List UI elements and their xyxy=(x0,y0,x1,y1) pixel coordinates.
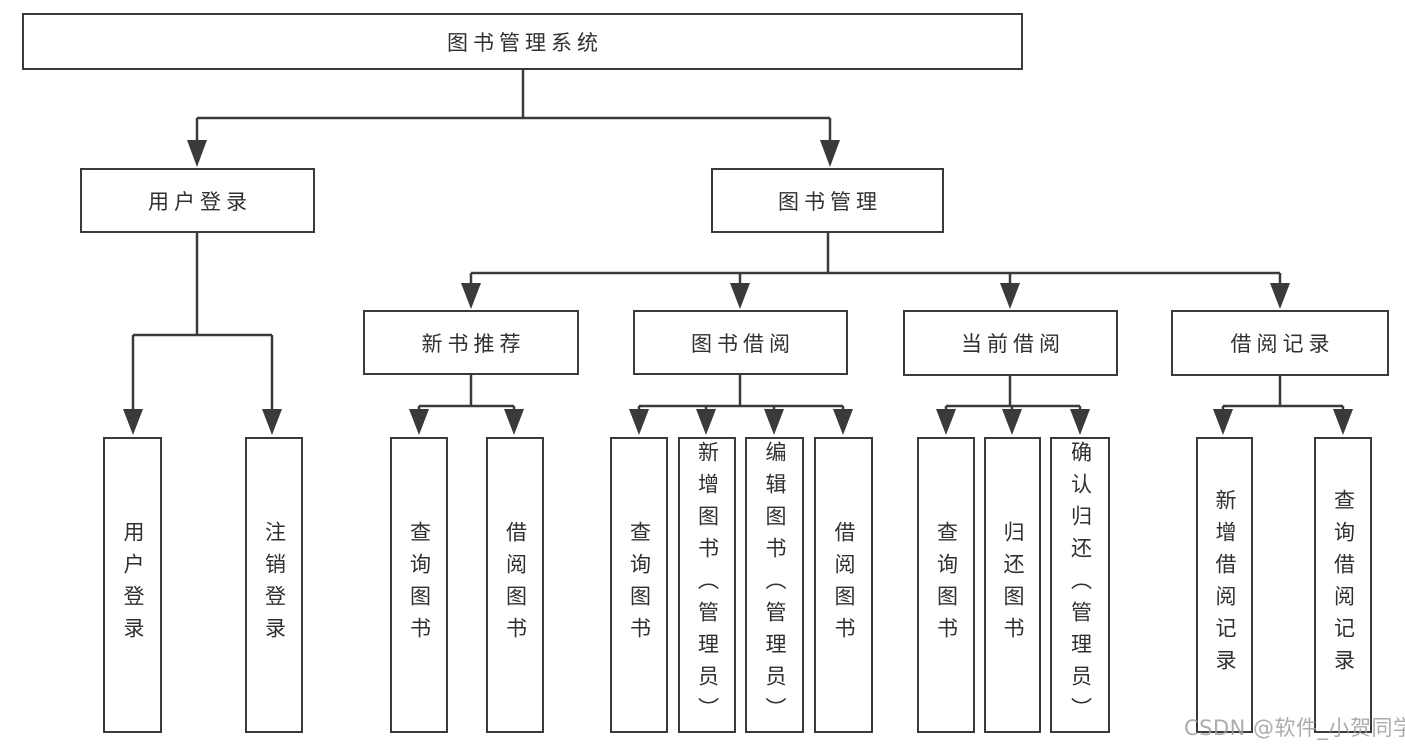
connector-book-management-to-level3 xyxy=(461,233,1290,309)
leaf-recommend-borrow-books: 借阅图书 xyxy=(486,437,544,733)
node-current-borrow: 当前借阅 xyxy=(903,310,1118,376)
node-book-management-branch: 图书管理 xyxy=(711,168,944,233)
leaf-current-confirm-return-admin: 确认归还（管理员） xyxy=(1050,437,1110,733)
connector-user-login-to-children xyxy=(123,233,282,435)
leaf-user-login: 用户登录 xyxy=(103,437,162,733)
node-user-login-branch: 用户登录 xyxy=(80,168,315,233)
leaf-current-query-books: 查询图书 xyxy=(917,437,975,733)
leaf-recommend-query-books: 查询图书 xyxy=(390,437,448,733)
leaf-logout: 注销登录 xyxy=(245,437,303,733)
watermark: CSDN @软件_小贺同学 xyxy=(1184,716,1405,740)
node-book-borrow: 图书借阅 xyxy=(633,310,848,375)
node-borrow-records: 借阅记录 xyxy=(1171,310,1389,376)
leaf-records-add-borrow-record: 新增借阅记录 xyxy=(1196,437,1253,733)
connector-borrow-records-to-children xyxy=(1213,376,1353,435)
leaf-borrow-add-book-admin: 新增图书（管理员） xyxy=(678,437,736,733)
node-root-library-system: 图书管理系统 xyxy=(22,13,1023,70)
leaf-borrow-borrow-books: 借阅图书 xyxy=(814,437,873,733)
connector-root-to-level2 xyxy=(187,70,840,167)
connector-current-borrow-to-children xyxy=(936,375,1090,435)
leaf-borrow-query-books: 查询图书 xyxy=(610,437,668,733)
leaf-current-return-books: 归还图书 xyxy=(984,437,1041,733)
connector-book-borrow-to-children xyxy=(629,375,853,435)
leaf-borrow-edit-book-admin: 编辑图书（管理员） xyxy=(745,437,804,733)
connector-new-book-recommend-to-children xyxy=(409,375,524,435)
leaf-records-query-borrow-record: 查询借阅记录 xyxy=(1314,437,1372,733)
node-new-book-recommend: 新书推荐 xyxy=(363,310,579,375)
